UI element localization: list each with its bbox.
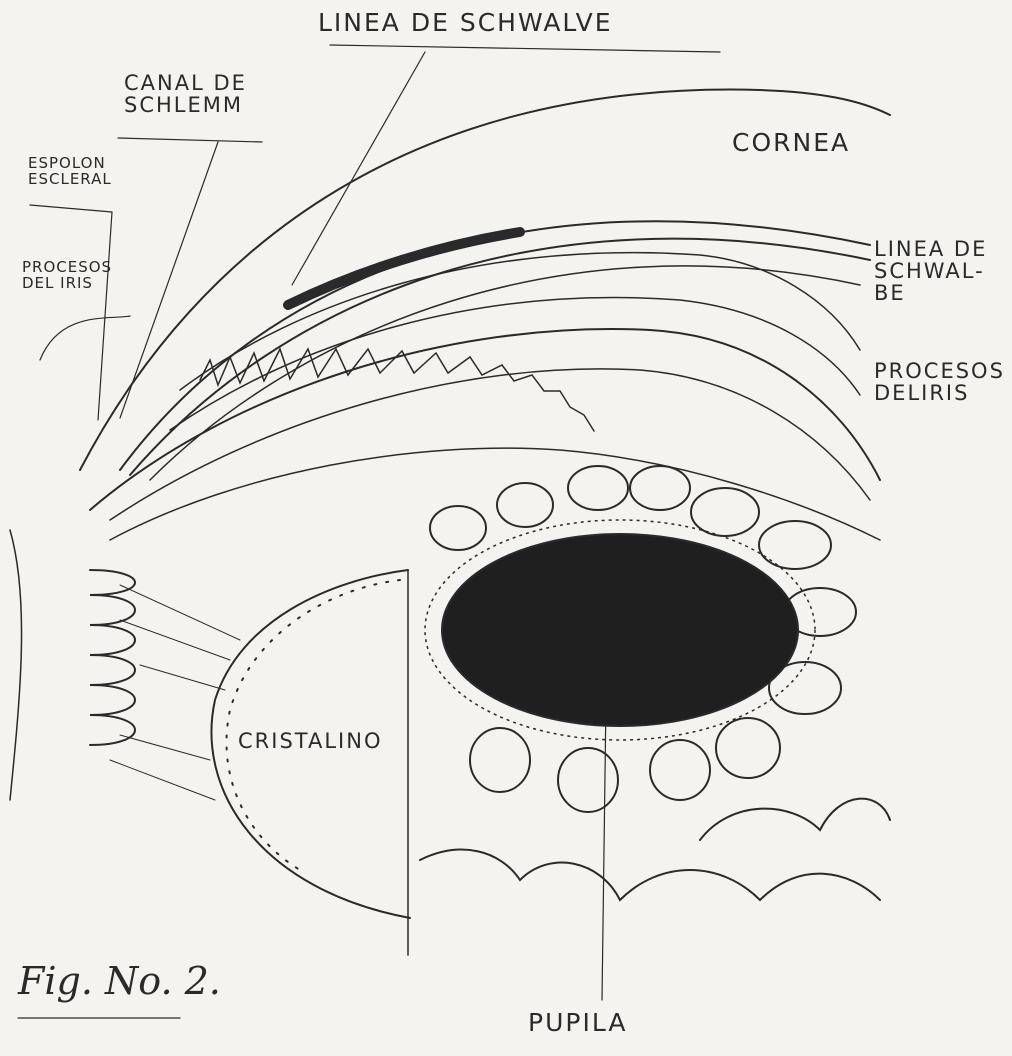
label-cornea: CORNEA <box>732 130 850 156</box>
label-procesos-iris-left: PROCESOS DEL IRIS <box>22 260 112 292</box>
trabecular-lower <box>170 298 860 430</box>
trabecular-zigzag <box>200 349 594 431</box>
leader-procesos-left <box>40 316 130 360</box>
pupil-shape <box>442 534 798 726</box>
leader-schlemm <box>118 138 262 418</box>
label-espolon-escleral: ESPOLON ESCLERAL <box>28 156 112 188</box>
iris-layer-3 <box>110 448 880 540</box>
ciliary-processes <box>90 570 135 745</box>
iris-layer-2 <box>110 369 870 520</box>
label-pupila: PUPILA <box>528 1010 627 1036</box>
label-canal-schlemm: CANAL DE SCHLEMM <box>124 72 247 116</box>
label-procesos-iris-right: PROCESOS DELIRIS <box>874 360 1005 404</box>
lower-folds-2 <box>700 799 890 840</box>
leader-schwalve <box>292 45 720 285</box>
ciliary-body <box>10 530 22 800</box>
label-linea-schwalbe: LINEA DE SCHWAL- BE <box>874 238 987 304</box>
leader-espolon <box>30 205 112 420</box>
figure-caption: Fig. No. 2. <box>18 962 221 1002</box>
lower-folds <box>420 850 880 900</box>
label-cristalino: CRISTALINO <box>238 730 382 752</box>
schwalbe-bar <box>288 232 520 305</box>
iris-layer-1 <box>90 329 880 510</box>
leader-pupila <box>602 700 606 1000</box>
cornea-curve-3 <box>130 239 870 475</box>
lens-inner-dots <box>226 580 400 870</box>
label-linea-schwalve: LINEA DE SCHWALVE <box>318 10 613 36</box>
